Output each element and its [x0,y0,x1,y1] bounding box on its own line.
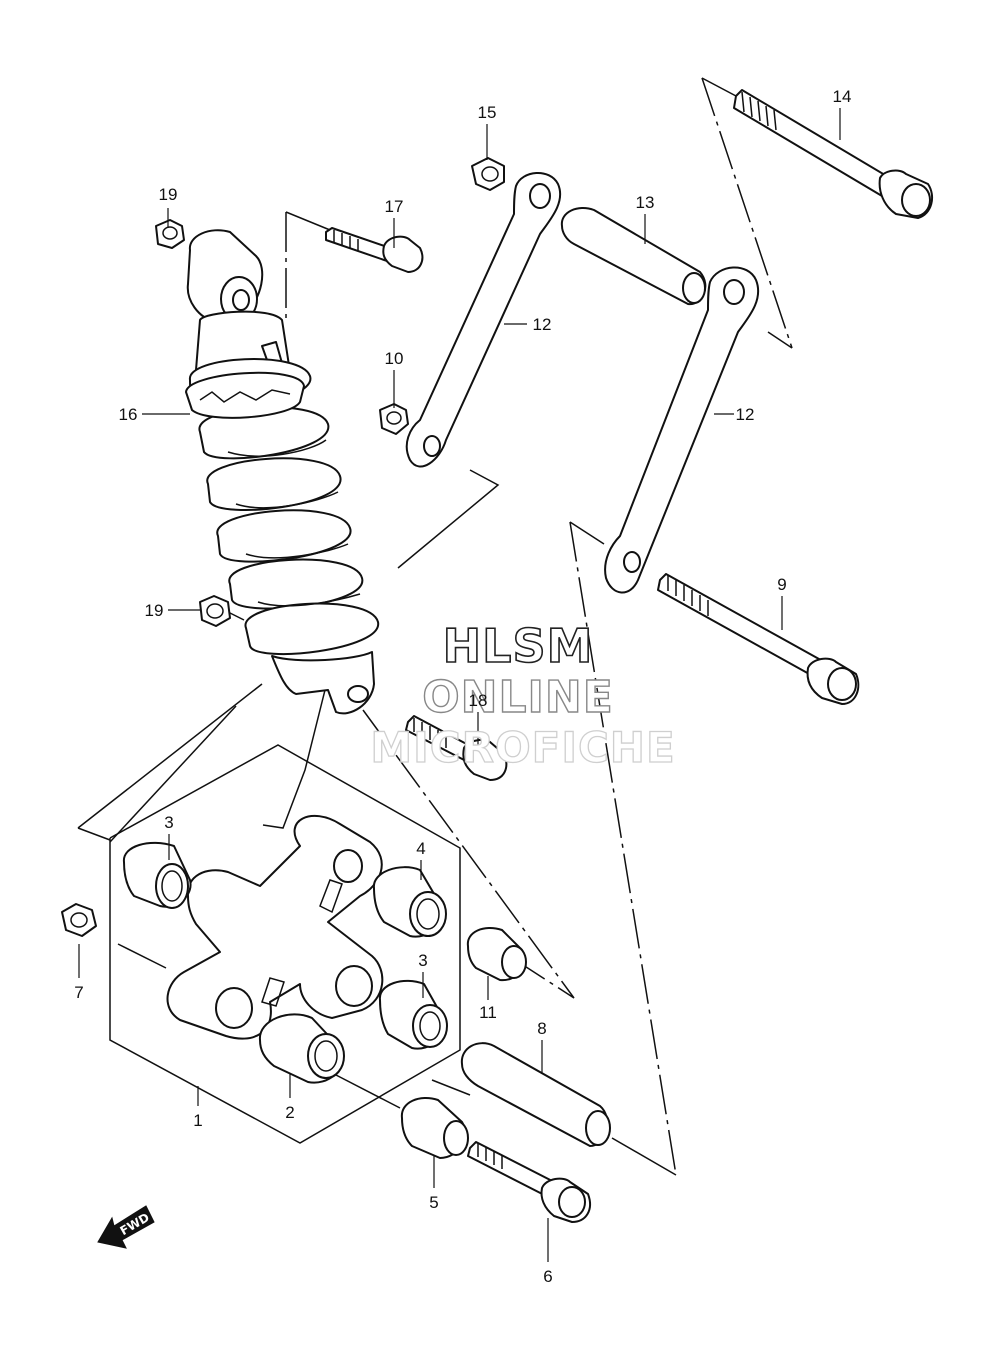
callout-3-upper: 3 [164,813,173,832]
callout-18: 18 [469,691,488,710]
callout-8: 8 [537,1019,546,1038]
callout-11: 11 [479,1003,497,1022]
nuts [61,157,505,937]
callout-17: 17 [385,197,404,216]
assembly-guide-lines [77,77,793,1176]
cushion-rods [405,172,759,594]
callout-19-mid: 19 [145,601,164,620]
lever-bearings [122,207,707,1159]
rear-shock-absorber [185,229,380,715]
callout-2: 2 [285,1103,294,1122]
cushion-lever [166,814,384,1040]
callout-1: 1 [193,1111,202,1130]
watermark-line-3: MICROFICHE [370,723,675,772]
callout-12-right: 12 [736,405,755,424]
watermark: HLSM ONLINE MICROFICHE [370,618,676,772]
callout-19-top: 19 [159,185,178,204]
callout-15: 15 [478,103,497,122]
forward-arrow-icon: FWD [97,1205,155,1249]
leader-lines [78,108,841,1262]
callout-12-left: 12 [533,315,552,334]
callout-6: 6 [543,1267,552,1286]
callout-16: 16 [119,405,138,424]
watermark-line-2: ONLINE [422,672,614,723]
callout-5: 5 [429,1193,438,1212]
bolts [325,89,934,1223]
callout-labels: 19 15 17 10 16 19 13 14 12 12 9 18 3 4 3… [74,87,851,1286]
callout-4: 4 [416,839,425,858]
callout-9: 9 [777,575,786,594]
callout-10: 10 [385,349,404,368]
callout-13: 13 [636,193,655,212]
callout-14: 14 [833,87,852,106]
callout-3-lower: 3 [418,951,427,970]
callout-7: 7 [74,983,83,1002]
watermark-line-1: HLSM [443,619,594,673]
